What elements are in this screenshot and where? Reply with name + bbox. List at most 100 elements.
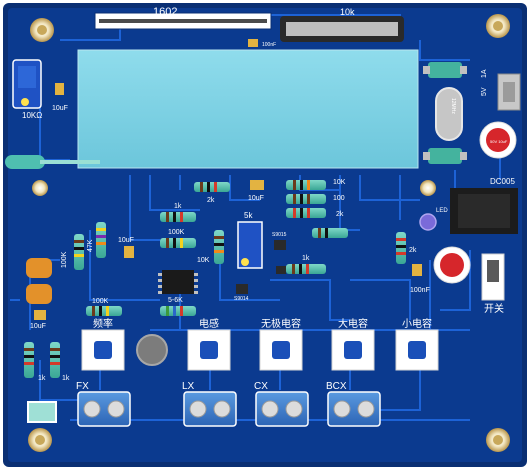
terminal-label: FX bbox=[76, 381, 89, 392]
lcd-header-label: 1602 bbox=[153, 6, 177, 18]
cap-10uf-left-label: 10uF bbox=[52, 105, 68, 112]
svg-text:10K: 10K bbox=[197, 257, 210, 264]
svg-text:10K: 10K bbox=[333, 179, 346, 186]
resistor-10k-vert: 10K bbox=[197, 230, 224, 264]
mode-button-3[interactable]: 无极电容 bbox=[259, 317, 303, 371]
screw-terminals: FX LX CX BCX bbox=[76, 381, 381, 427]
terminal-lx[interactable]: LX bbox=[182, 381, 237, 427]
transistor-s9014: S9014 bbox=[234, 284, 249, 302]
svg-text:10uF: 10uF bbox=[30, 323, 46, 330]
cap-100nf-led bbox=[412, 264, 422, 276]
resistor-5-6k: 5-6K bbox=[160, 297, 196, 316]
inductor-chip-2 bbox=[26, 284, 52, 304]
resistor-100-right: 100 bbox=[286, 194, 345, 204]
terminal-bcx[interactable]: BCX bbox=[326, 381, 381, 427]
mode-buttons: 频率 电感 无极电容 大电容 小电容 bbox=[81, 317, 439, 371]
cap-10uf-c2 bbox=[124, 246, 134, 258]
svg-text:1k: 1k bbox=[302, 255, 310, 262]
usb-connector: 5V 1A bbox=[481, 69, 521, 111]
terminal-fx[interactable]: FX bbox=[76, 381, 131, 427]
power-switch-label: 开关 bbox=[484, 302, 504, 315]
mode-button-4[interactable]: 大电容 bbox=[331, 317, 375, 371]
terminal-label: LX bbox=[182, 381, 195, 392]
svg-text:1k: 1k bbox=[174, 203, 182, 210]
svg-text:1k: 1k bbox=[62, 375, 70, 382]
resistor-lower-right bbox=[312, 228, 348, 238]
svg-text:100: 100 bbox=[333, 195, 345, 202]
svg-text:10uF: 10uF bbox=[118, 237, 134, 244]
resistor-100k-bottom: 100K bbox=[86, 298, 122, 316]
svg-text:100K: 100K bbox=[92, 298, 109, 305]
buzzer bbox=[136, 334, 168, 366]
svg-text:10uF: 10uF bbox=[248, 195, 264, 202]
resistor-1k-center: 1k bbox=[286, 255, 326, 274]
pot-header-10k: 10k bbox=[280, 7, 404, 42]
svg-text:100K: 100K bbox=[61, 251, 68, 268]
resistor-10k-right: 10K bbox=[286, 179, 346, 190]
pot-header-label: 10k bbox=[340, 7, 355, 17]
resistor-1k-b: 1k bbox=[50, 342, 70, 382]
svg-text:S9015: S9015 bbox=[272, 232, 287, 238]
mode-button-5[interactable]: 小电容 bbox=[395, 317, 439, 371]
power-label-1a: 1A bbox=[481, 69, 488, 78]
cap-10uf-left bbox=[55, 83, 64, 95]
cap-100nf-top-label: 100nF bbox=[262, 42, 276, 48]
inductor-chips bbox=[26, 258, 52, 304]
status-led-label: LED bbox=[436, 208, 448, 214]
status-led: LED bbox=[419, 208, 448, 231]
mode-button-2[interactable]: 电感 bbox=[187, 317, 231, 371]
crystal-12mhz: 12MHz bbox=[435, 87, 463, 141]
resistors: 2k 10uF 10K 100 2k bbox=[86, 179, 348, 316]
cap-100nf-top bbox=[248, 39, 258, 47]
electrolytic-cap-mid bbox=[433, 246, 471, 284]
power-switch[interactable]: 开关 bbox=[481, 253, 505, 315]
dc-jack: DC005 bbox=[450, 177, 518, 234]
mode-button-label: 无极电容 bbox=[261, 317, 301, 330]
inductor-chip-1 bbox=[26, 258, 52, 278]
trimmer-10k: 10KΩ bbox=[12, 59, 42, 120]
terminal-cx[interactable]: CX bbox=[254, 381, 309, 427]
transistor-s9015: S9015 bbox=[272, 232, 287, 250]
mode-button-label: 小电容 bbox=[402, 317, 432, 330]
svg-text:1k: 1k bbox=[38, 375, 46, 382]
mode-button-1[interactable]: 频率 bbox=[81, 317, 125, 371]
trimmer-5k: 5k bbox=[237, 211, 263, 269]
svg-text:2k: 2k bbox=[336, 211, 344, 218]
trimmer-10k-label: 10KΩ bbox=[22, 111, 42, 120]
svg-text:2k: 2k bbox=[409, 247, 417, 254]
lcd-screen bbox=[77, 49, 419, 169]
resistors-vertical: 100K 47K 10K 2k 1k 1k bbox=[24, 222, 417, 382]
svg-text:5-6K: 5-6K bbox=[168, 297, 183, 304]
dc-jack-label: DC005 bbox=[490, 177, 515, 186]
green-led-left bbox=[5, 155, 100, 169]
ic-chip bbox=[158, 270, 198, 294]
lcd-header-1602: 1602 bbox=[94, 6, 272, 30]
mode-button-label: 频率 bbox=[93, 317, 113, 330]
inductor-top-right bbox=[423, 62, 467, 78]
resistor-100k-left: 100K bbox=[61, 234, 84, 270]
inductor-mid-right bbox=[423, 148, 467, 164]
svg-text:2k: 2k bbox=[207, 197, 215, 204]
resistor-47k: 47K bbox=[87, 222, 106, 258]
svg-text:5k: 5k bbox=[244, 211, 253, 220]
mounting-holes bbox=[28, 14, 510, 452]
small-caps: 10uF 100nF 10uF bbox=[30, 237, 430, 330]
crystal-label: 12MHz bbox=[450, 98, 456, 114]
resistor-2k-top: 2k bbox=[194, 182, 230, 204]
terminal-label: BCX bbox=[326, 381, 347, 392]
cap-10uf-bottom bbox=[34, 310, 46, 320]
fuse-bottom-left bbox=[27, 401, 57, 423]
mounting-hole-mid-right bbox=[420, 180, 436, 196]
mounting-hole-mid-left bbox=[32, 180, 48, 196]
svg-text:47K: 47K bbox=[87, 239, 94, 252]
svg-text:S9014: S9014 bbox=[234, 296, 249, 302]
terminal-label: CX bbox=[254, 381, 268, 392]
transistor-small bbox=[276, 266, 286, 274]
electrolytic-cap-top-text: 50V 10uF bbox=[490, 139, 508, 144]
power-label-5v: 5V bbox=[481, 87, 488, 96]
svg-text:100K: 100K bbox=[168, 229, 185, 236]
resistor-100k-mid: 100K bbox=[160, 229, 196, 248]
mode-button-label: 大电容 bbox=[338, 317, 368, 330]
